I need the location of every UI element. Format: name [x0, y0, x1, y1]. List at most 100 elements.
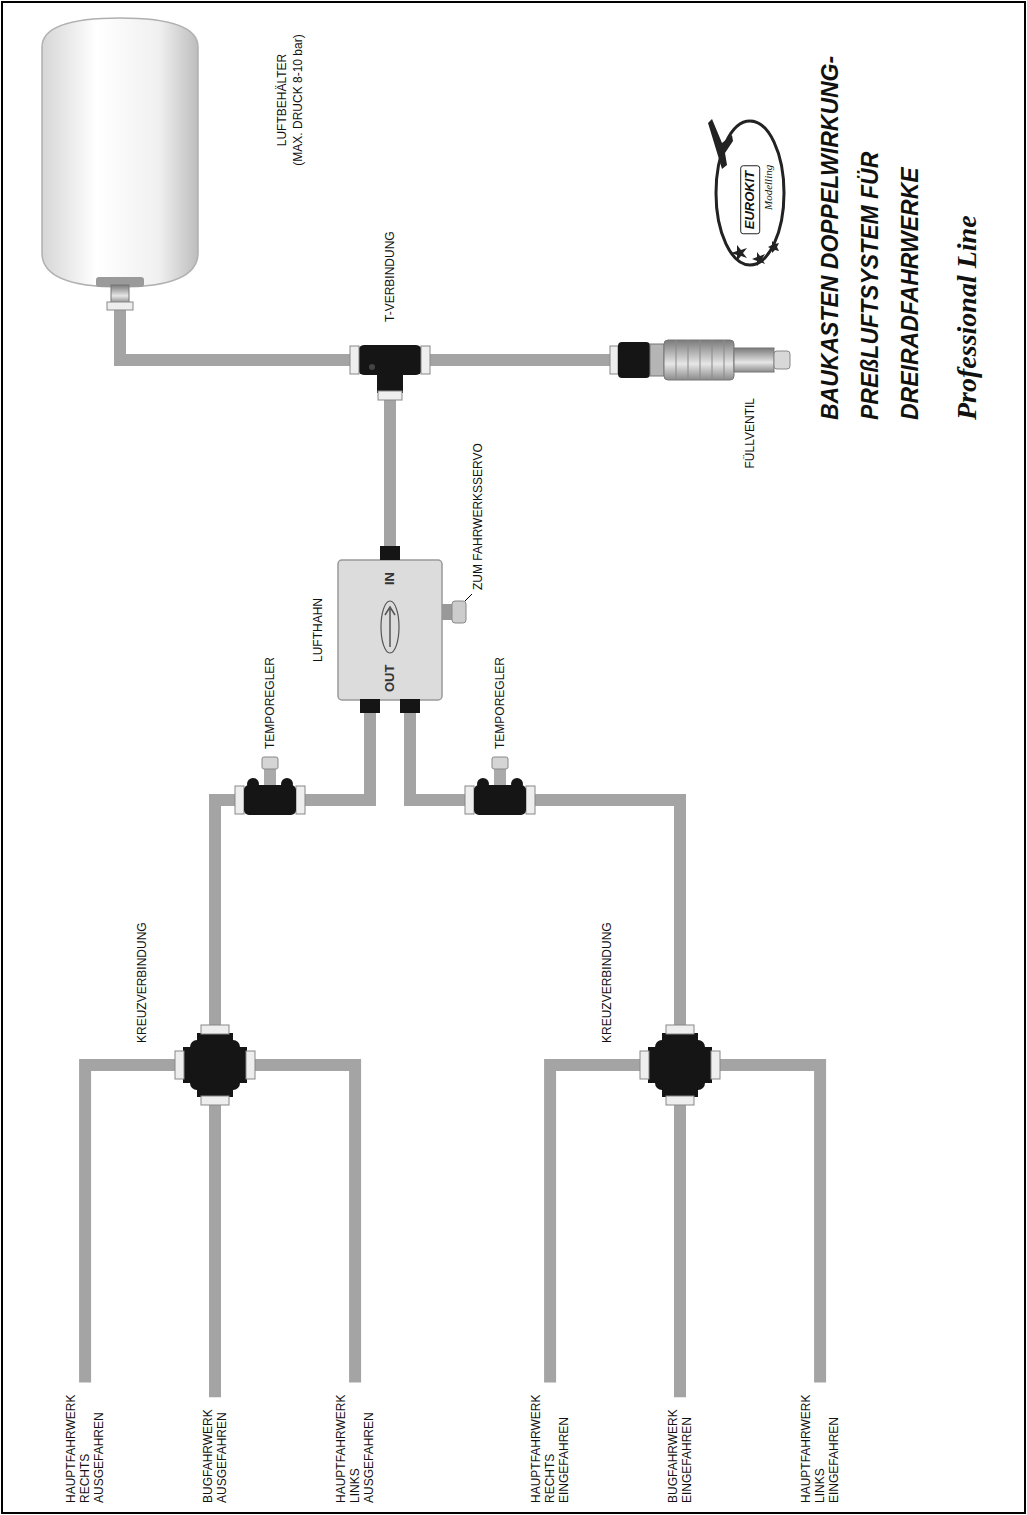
air-tube — [305, 700, 370, 800]
air-valve-drawing — [380, 546, 400, 560]
fill-valve-drawing — [664, 340, 734, 380]
gear-outlet: HAUPTFAHRWERK LINKS AUSGEFAHREN — [332, 1383, 379, 1503]
label-anchor: KREUZVERBINDUNG — [135, 922, 150, 1043]
speed-regulator-drawing — [494, 769, 506, 785]
speed-regulator-drawing — [281, 778, 293, 790]
cross-connector: KREUZVERBINDUNG — [175, 1025, 255, 1105]
label-anchor: Modelling — [762, 165, 775, 210]
cross-connector-drawing — [666, 1096, 694, 1105]
gear-outlet: HAUPTFAHRWERK LINKS EINGEFAHREN — [797, 1383, 844, 1503]
cross-connector-drawing — [691, 1040, 705, 1054]
logo-drawing — [768, 241, 779, 253]
logo-drawing — [752, 252, 765, 266]
component-label: KREUZVERBINDUNG — [600, 922, 615, 1043]
air-tube — [215, 800, 235, 1025]
label-anchor: EUROKIT — [740, 166, 760, 235]
port-label: OUT — [382, 665, 398, 692]
label-anchor: ZUM FAHRWERKSSERVO — [471, 443, 486, 590]
diagram-title: BAUKASTEN DOPPELWIRKUNG- PREßLUFTSYSTEM … — [810, 20, 930, 420]
cross-connector-drawing — [175, 1051, 184, 1079]
outlet-label: HAUPTFAHRWERK RECHTS AUSGEFAHREN — [64, 1395, 107, 1503]
t-fitting-drawing — [421, 346, 430, 374]
outlet-label: HAUPTFAHRWERK LINKS EINGEFAHREN — [799, 1395, 842, 1503]
fill-valve-drawing — [676, 340, 724, 380]
cross-connector-drawing — [175, 1025, 255, 1105]
fill-valve-drawing — [650, 344, 664, 376]
speed-regulator-drawing — [511, 778, 523, 790]
logo-drawing — [708, 119, 733, 169]
air-valve: LUFTHAHNINOUT — [338, 560, 442, 700]
outlet-label: BUGFAHRWERK AUSGEFAHREN — [201, 1409, 230, 1503]
fill-valve-drawing — [734, 348, 774, 372]
logo-drawing — [708, 119, 784, 266]
speed-regulator-drawing — [235, 757, 305, 815]
cross-connector-drawing — [226, 1040, 240, 1054]
outlet-label: HAUPTFAHRWERK RECHTS EINGEFAHREN — [529, 1395, 572, 1503]
cross-connector-drawing — [711, 1051, 720, 1079]
fill-valve-drawing — [774, 351, 790, 369]
air-tube — [255, 1065, 355, 1383]
speed-regulator-drawing — [492, 757, 508, 769]
air-tube — [410, 700, 465, 800]
t-fitting-drawing — [350, 345, 430, 400]
label-anchor: KREUZVERBINDUNG — [600, 922, 615, 1043]
air-valve-drawing — [360, 699, 380, 713]
label-anchor: BUGFAHRWERK EINGEFAHREN — [666, 1409, 695, 1503]
speed-regulator-drawing — [235, 786, 244, 814]
air-valve-drawing — [452, 601, 466, 623]
air-valve-drawing — [381, 601, 399, 653]
air-tube — [430, 354, 610, 366]
cross-connector-drawing — [190, 1040, 204, 1054]
label-anchor: LUFTBEHÄLTER — [275, 54, 290, 146]
air-valve-drawing — [442, 604, 452, 620]
cross-connector-drawing — [246, 1051, 255, 1079]
t-fitting-drawing — [369, 364, 375, 370]
air-valve-drawing — [338, 560, 442, 700]
cross-connector-drawing — [691, 1076, 705, 1090]
air-valve-drawing — [338, 546, 472, 713]
air-tube — [674, 1105, 686, 1397]
gear-outlet: HAUPTFAHRWERK RECHTS AUSGEFAHREN — [62, 1383, 109, 1503]
port-label: IN — [382, 572, 398, 585]
component-label: FÜLLVENTIL — [743, 398, 758, 468]
label-anchor: BUGFAHRWERK AUSGEFAHREN — [201, 1409, 230, 1503]
callout-label: ZUM FAHRWERKSSERVO — [471, 443, 486, 590]
gear-outlet: HAUPTFAHRWERK RECHTS EINGEFAHREN — [527, 1383, 574, 1503]
label-anchor: T-VERBINDUNG — [383, 231, 398, 322]
logo-drawing — [731, 245, 747, 261]
t-fitting-drawing — [358, 345, 422, 375]
label-anchor: TEMPOREGLER — [493, 657, 508, 749]
component-label: TEMPOREGLER — [493, 657, 508, 749]
gear-outlet: BUGFAHRWERK AUSGEFAHREN — [199, 1397, 232, 1503]
cross-connector: KREUZVERBINDUNG — [640, 1025, 720, 1105]
air-tube — [85, 1065, 175, 1383]
air-tube — [384, 400, 396, 560]
component-label: LUFTBEHÄLTER — [275, 54, 290, 146]
label-anchor: TEMPOREGLER — [263, 657, 278, 749]
cross-connector-drawing — [655, 1076, 669, 1090]
cross-connector-drawing — [666, 1025, 694, 1034]
label-anchor: IN — [382, 572, 398, 585]
air-tank-drawing — [107, 302, 133, 310]
speed-regulator-drawing — [264, 769, 276, 785]
t-fitting-drawing — [377, 371, 403, 393]
logo-text: Modelling — [762, 165, 775, 210]
cross-connector-drawing — [655, 1040, 669, 1054]
air-valve-drawing — [400, 699, 420, 713]
label-anchor: BAUKASTEN DOPPELWIRKUNG- PREßLUFTSYSTEM … — [810, 20, 930, 420]
fill-valve-drawing — [610, 346, 618, 374]
fill-valve: FÜLLVENTIL — [610, 340, 790, 380]
speed-regulator-drawing — [477, 778, 489, 790]
air-tank-drawing — [42, 18, 198, 287]
speed-regulator-drawing — [465, 786, 474, 814]
air-tank-drawing — [42, 18, 198, 310]
speed-regulator-drawing — [296, 786, 305, 814]
label-anchor: LUFTHAHN — [311, 598, 326, 662]
speed-regulator: TEMPOREGLER — [235, 785, 305, 815]
air-tube — [120, 310, 350, 360]
outlet-label: BUGFAHRWERK EINGEFAHREN — [666, 1409, 695, 1503]
label-anchor: (MAX. DRUCK 8-10 bar) — [291, 34, 306, 165]
